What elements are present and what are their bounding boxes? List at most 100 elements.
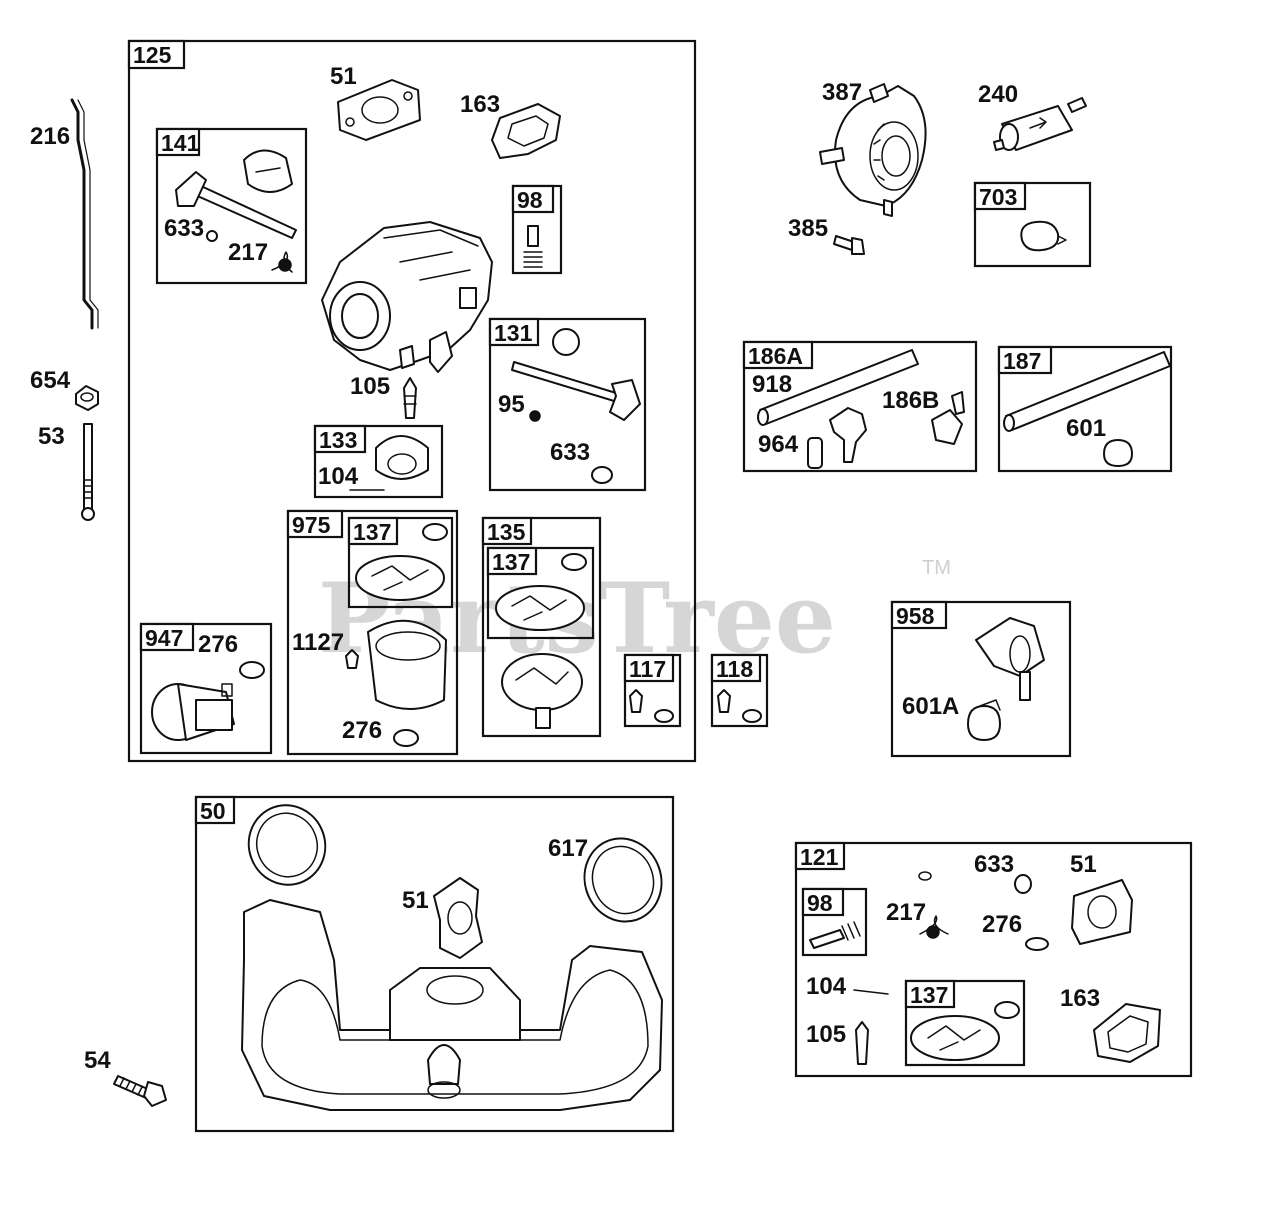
group-187[interactable]: 187 601 (997, 345, 1173, 473)
group-98-bottom-label[interactable]: 98 (807, 890, 833, 916)
part-240-label[interactable]: 240 (978, 81, 1018, 108)
group-141-label[interactable]: 141 (161, 130, 200, 156)
part-654-nut[interactable]: 654 (30, 367, 99, 411)
part-95-label[interactable]: 95 (498, 391, 525, 418)
part-51-label-121[interactable]: 51 (1070, 851, 1097, 878)
part-104-label-133[interactable]: 104 (318, 463, 359, 490)
group-947-label[interactable]: 947 (145, 625, 183, 651)
group-135-label[interactable]: 135 (487, 519, 526, 545)
group-135[interactable]: 135 137 (481, 516, 602, 738)
group-703-label[interactable]: 703 (979, 184, 1017, 210)
part-617-gasket (583, 837, 663, 923)
group-50-label[interactable]: 50 (200, 798, 226, 824)
part-105-label-121[interactable]: 105 (806, 1021, 846, 1048)
part-105-needle[interactable]: 105 (350, 373, 417, 419)
part-601-label[interactable]: 601 (1066, 415, 1106, 442)
group-187-label[interactable]: 187 (1003, 348, 1041, 374)
group-186a-tag-box (742, 340, 814, 370)
part-276-label-975[interactable]: 276 (342, 717, 382, 744)
group-118-label[interactable]: 118 (716, 656, 753, 682)
part-51-gasket[interactable]: 51 (330, 63, 421, 141)
group-50[interactable]: 50 617 51 (194, 794, 675, 1133)
part-186b-label[interactable]: 186B (882, 387, 939, 414)
group-137-c-label[interactable]: 137 (910, 982, 948, 1008)
part-1127-label[interactable]: 1127 (292, 629, 344, 656)
part-216-label[interactable]: 216 (30, 123, 70, 150)
part-53-stud[interactable]: 53 (38, 423, 95, 521)
group-975-label[interactable]: 975 (292, 512, 331, 538)
part-654-label[interactable]: 654 (30, 367, 71, 394)
part-633-label-121[interactable]: 633 (974, 851, 1014, 878)
throttle-shaft (511, 361, 627, 405)
part-217-label-121[interactable]: 217 (886, 899, 926, 926)
group-133-label[interactable]: 133 (319, 427, 357, 453)
part-918-label[interactable]: 918 (752, 371, 792, 398)
group-186a[interactable]: 186A 918 964 186B (742, 340, 978, 473)
float-bowl (367, 619, 447, 710)
group-958-label[interactable]: 958 (896, 603, 935, 629)
group-131-label[interactable]: 131 (494, 320, 533, 346)
watermark-tm: TM (922, 557, 951, 579)
part-240-fuel-filter[interactable]: 240 (978, 81, 1087, 151)
part-601a-label[interactable]: 601A (902, 693, 959, 720)
part-51-label-50[interactable]: 51 (402, 887, 429, 914)
group-975[interactable]: 975 137 1127 276 (286, 509, 459, 756)
group-133-tag-box (313, 424, 367, 454)
group-121-label[interactable]: 121 (800, 844, 839, 870)
group-703-tag-box (973, 181, 1027, 211)
group-141[interactable]: 141 633 217 (155, 127, 308, 285)
part-216-rod[interactable]: 216 (30, 98, 99, 330)
part-53-label[interactable]: 53 (38, 423, 65, 450)
part-387-label[interactable]: 387 (822, 79, 862, 106)
part-105-label[interactable]: 105 (350, 373, 390, 400)
part-104-label-121[interactable]: 104 (806, 973, 847, 1000)
group-947[interactable]: 947 276 (139, 622, 273, 755)
part-633-label-131[interactable]: 633 (550, 439, 590, 466)
group-137-a-label[interactable]: 137 (353, 519, 391, 545)
part-276-label-121[interactable]: 276 (982, 911, 1022, 938)
part-217-label-141[interactable]: 217 (228, 239, 268, 266)
part-276-label-947[interactable]: 276 (198, 631, 238, 658)
part-163-label[interactable]: 163 (460, 91, 500, 118)
part-163-gasket[interactable]: 163 (460, 91, 561, 159)
part-54-bolt[interactable]: 54 (84, 1047, 167, 1107)
group-137-b-label[interactable]: 137 (492, 549, 530, 575)
throttle-plate (552, 328, 580, 356)
part-385-label[interactable]: 385 (788, 215, 828, 242)
group-703-frame (973, 181, 1092, 268)
group-958[interactable]: 958 601A (890, 600, 1072, 758)
group-975-tag-box (286, 509, 344, 539)
throttle-lever (609, 379, 641, 421)
group-947-frame (139, 622, 273, 755)
group-121[interactable]: 121 98 137 633 51 217 276 104 105 163 (794, 841, 1193, 1078)
group-186a-frame (742, 340, 978, 473)
group-125[interactable]: 125 (127, 39, 697, 763)
group-118[interactable]: 118 (710, 653, 769, 728)
group-125-label[interactable]: 125 (133, 42, 172, 68)
group-125-tag-box (127, 39, 186, 70)
part-54-label[interactable]: 54 (84, 1047, 111, 1074)
choke-lever (175, 171, 207, 207)
part-163-label-121[interactable]: 163 (1060, 985, 1100, 1012)
group-975-frame (286, 509, 459, 756)
part-51-label[interactable]: 51 (330, 63, 357, 90)
group-133[interactable]: 133 104 (313, 424, 444, 499)
group-135-tag-box (481, 516, 533, 546)
group-98-top-label[interactable]: 98 (517, 187, 543, 213)
group-703[interactable]: 703 (973, 181, 1092, 268)
group-117[interactable]: 117 (623, 653, 682, 728)
group-137-c-frame (904, 979, 1026, 1067)
part-964-label[interactable]: 964 (758, 431, 799, 458)
part-387-fuel-pump[interactable]: 387 (819, 79, 927, 217)
group-137-b-tag-box (486, 546, 538, 576)
group-186a-label[interactable]: 186A (748, 343, 803, 369)
part-633-label-141[interactable]: 633 (164, 215, 204, 242)
part-617-label[interactable]: 617 (548, 835, 588, 862)
part-385-screw[interactable]: 385 (788, 215, 865, 255)
group-98-top[interactable]: 98 (511, 184, 563, 275)
group-187-tag-box (997, 345, 1053, 375)
group-118-tag-box (710, 653, 762, 683)
group-131[interactable]: 131 95 633 (488, 317, 647, 492)
group-117-label[interactable]: 117 (629, 656, 666, 682)
